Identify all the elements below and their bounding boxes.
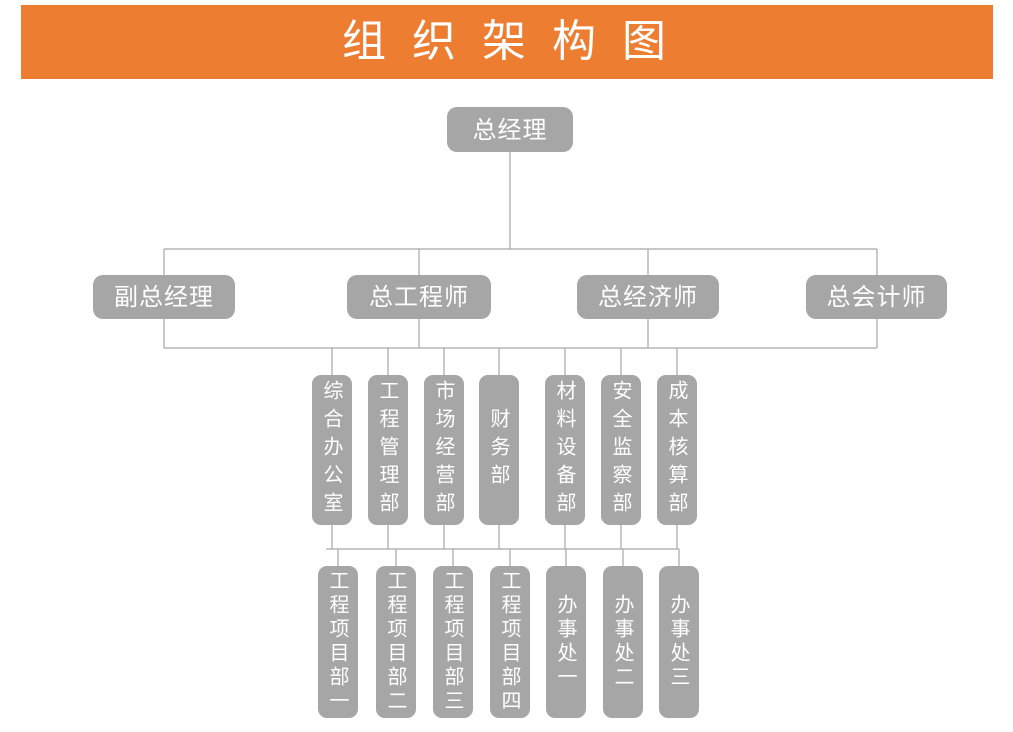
title-banner: 组 织 架 构 图 <box>21 5 993 79</box>
materials-equipment-dept-box: 材料设备部 <box>545 375 585 525</box>
project-dept-3-box: 工程项目部三 <box>433 566 473 718</box>
cost-accounting-dept-box: 成本核算部 <box>657 375 697 525</box>
materials-equipment-dept-label: 材料设备部 <box>553 380 577 520</box>
engineering-management-dept-box: 工程管理部 <box>368 375 408 525</box>
general-manager-box: 总经理 <box>447 107 573 152</box>
connector-path <box>163 152 878 566</box>
office-2-label: 办事处二 <box>611 594 635 690</box>
project-dept-1-label: 工程项目部一 <box>326 570 350 714</box>
chief-engineer-label: 总工程师 <box>369 283 469 311</box>
project-dept-4-label: 工程项目部四 <box>498 570 522 714</box>
office-3-box: 办事处三 <box>659 566 699 718</box>
engineering-management-dept-label: 工程管理部 <box>376 380 400 520</box>
project-dept-2-label: 工程项目部二 <box>384 570 408 714</box>
deputy-general-manager-label: 副总经理 <box>114 283 214 311</box>
page-title: 组 织 架 构 图 <box>342 16 672 67</box>
finance-dept-label: 财务部 <box>487 408 511 492</box>
finance-dept-box: 财务部 <box>479 375 519 525</box>
cost-accounting-dept-label: 成本核算部 <box>665 380 689 520</box>
general-office-box: 综合办公室 <box>312 375 352 525</box>
chief-economist-label: 总经济师 <box>598 283 698 311</box>
project-dept-1-box: 工程项目部一 <box>318 566 358 718</box>
project-dept-4-box: 工程项目部四 <box>490 566 530 718</box>
office-1-box: 办事处一 <box>546 566 586 718</box>
office-2-box: 办事处二 <box>603 566 643 718</box>
safety-supervision-dept-label: 安全监察部 <box>609 380 633 520</box>
project-dept-3-label: 工程项目部三 <box>441 570 465 714</box>
deputy-general-manager-box: 副总经理 <box>93 275 235 319</box>
market-operations-dept-label: 市场经营部 <box>432 380 456 520</box>
chief-engineer-box: 总工程师 <box>347 275 491 319</box>
chief-accountant-label: 总会计师 <box>826 283 927 311</box>
chief-economist-box: 总经济师 <box>577 275 719 319</box>
chief-accountant-box: 总会计师 <box>806 275 947 319</box>
general-manager-label: 总经理 <box>472 115 548 144</box>
office-3-label: 办事处三 <box>667 594 691 690</box>
market-operations-dept-box: 市场经营部 <box>424 375 464 525</box>
project-dept-2-box: 工程项目部二 <box>376 566 416 718</box>
office-1-label: 办事处一 <box>554 594 578 690</box>
general-office-label: 综合办公室 <box>320 380 344 520</box>
safety-supervision-dept-box: 安全监察部 <box>601 375 641 525</box>
